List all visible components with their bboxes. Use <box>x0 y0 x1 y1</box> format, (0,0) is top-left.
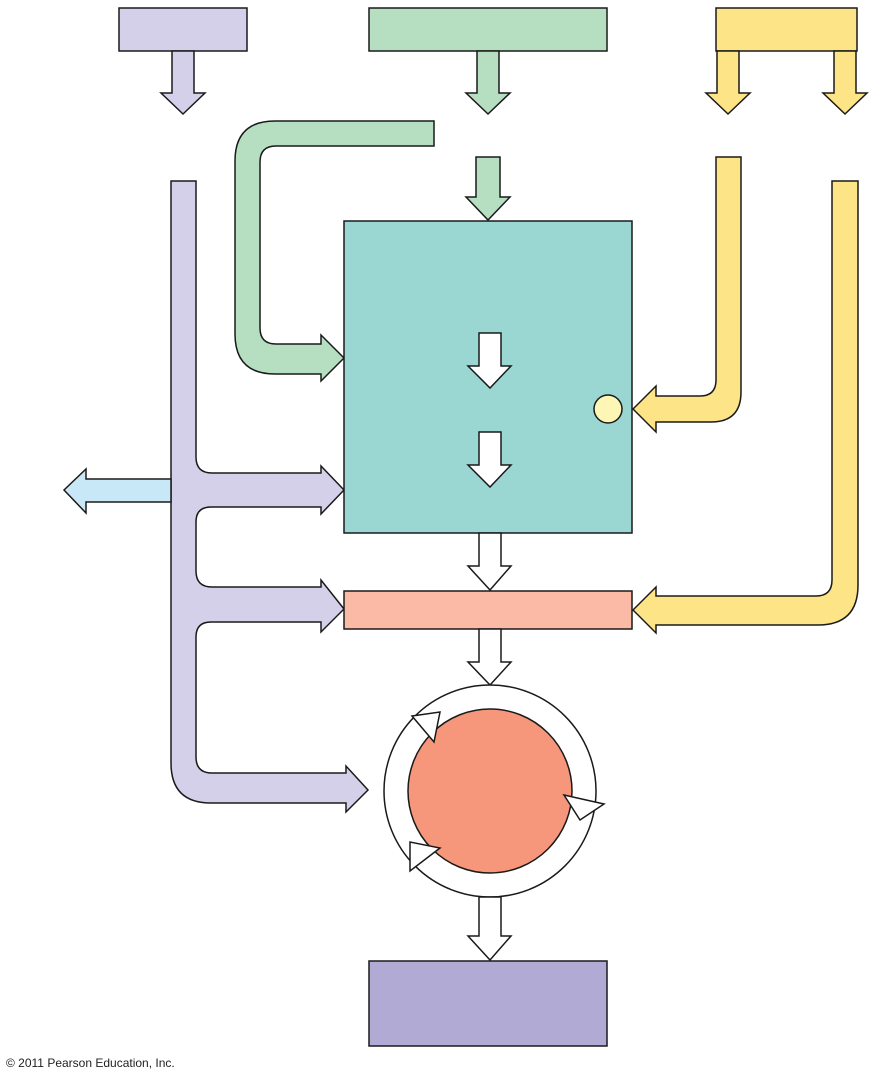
green-down-arrow-into-box <box>464 156 512 222</box>
blue-left-arrow <box>62 467 172 515</box>
purple-channel-arrow <box>170 180 370 814</box>
white-arrow-cycle-to-box <box>466 896 513 962</box>
yellow-top-down-arrow-right <box>821 50 869 116</box>
cycle-arrowhead-left <box>409 841 442 873</box>
white-inner-arrow-lower <box>466 431 513 489</box>
salmon-bar <box>343 590 633 630</box>
yellow-curved-arrow-lower <box>631 180 859 635</box>
white-arrow-bar-to-cycle <box>466 628 513 687</box>
green-top-box <box>368 7 608 52</box>
cycle-arrowhead-top <box>410 711 441 744</box>
cycle-arrowhead-right <box>562 793 606 822</box>
green-curved-arrow <box>234 120 435 383</box>
white-arrow-box-to-bar <box>466 532 513 592</box>
cycle-core <box>407 708 573 874</box>
copyright-text: © 2011 Pearson Education, Inc. <box>6 1056 175 1070</box>
yellow-top-box <box>715 7 858 52</box>
yellow-top-down-arrow-left <box>704 50 752 116</box>
yellow-curved-arrow-upper <box>631 156 742 434</box>
purple-top-down-arrow <box>159 50 207 116</box>
bottom-box <box>368 960 608 1047</box>
purple-top-box <box>118 7 248 52</box>
yellow-dot <box>593 394 623 424</box>
white-inner-arrow-upper <box>466 332 513 390</box>
green-top-down-arrow <box>464 50 512 116</box>
